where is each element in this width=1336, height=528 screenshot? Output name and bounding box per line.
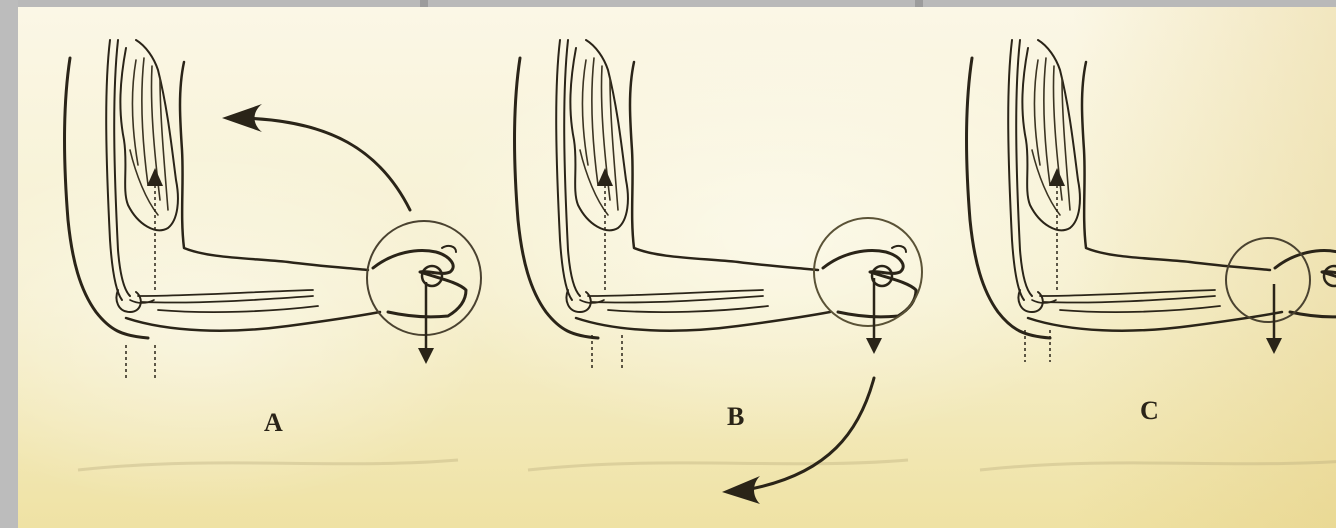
panel-b-load-circle (814, 218, 922, 326)
panel-a-drawing (65, 40, 482, 470)
panel-b-label: B (727, 402, 744, 432)
panel-b-drawing (515, 40, 923, 504)
panel-b-extension-arrow (745, 378, 874, 490)
panel-a-flexion-arrow (240, 118, 410, 210)
panel-a-label: A (264, 408, 283, 438)
panel-c-load-circle (1226, 238, 1310, 322)
panel-c-label: C (1140, 396, 1159, 426)
